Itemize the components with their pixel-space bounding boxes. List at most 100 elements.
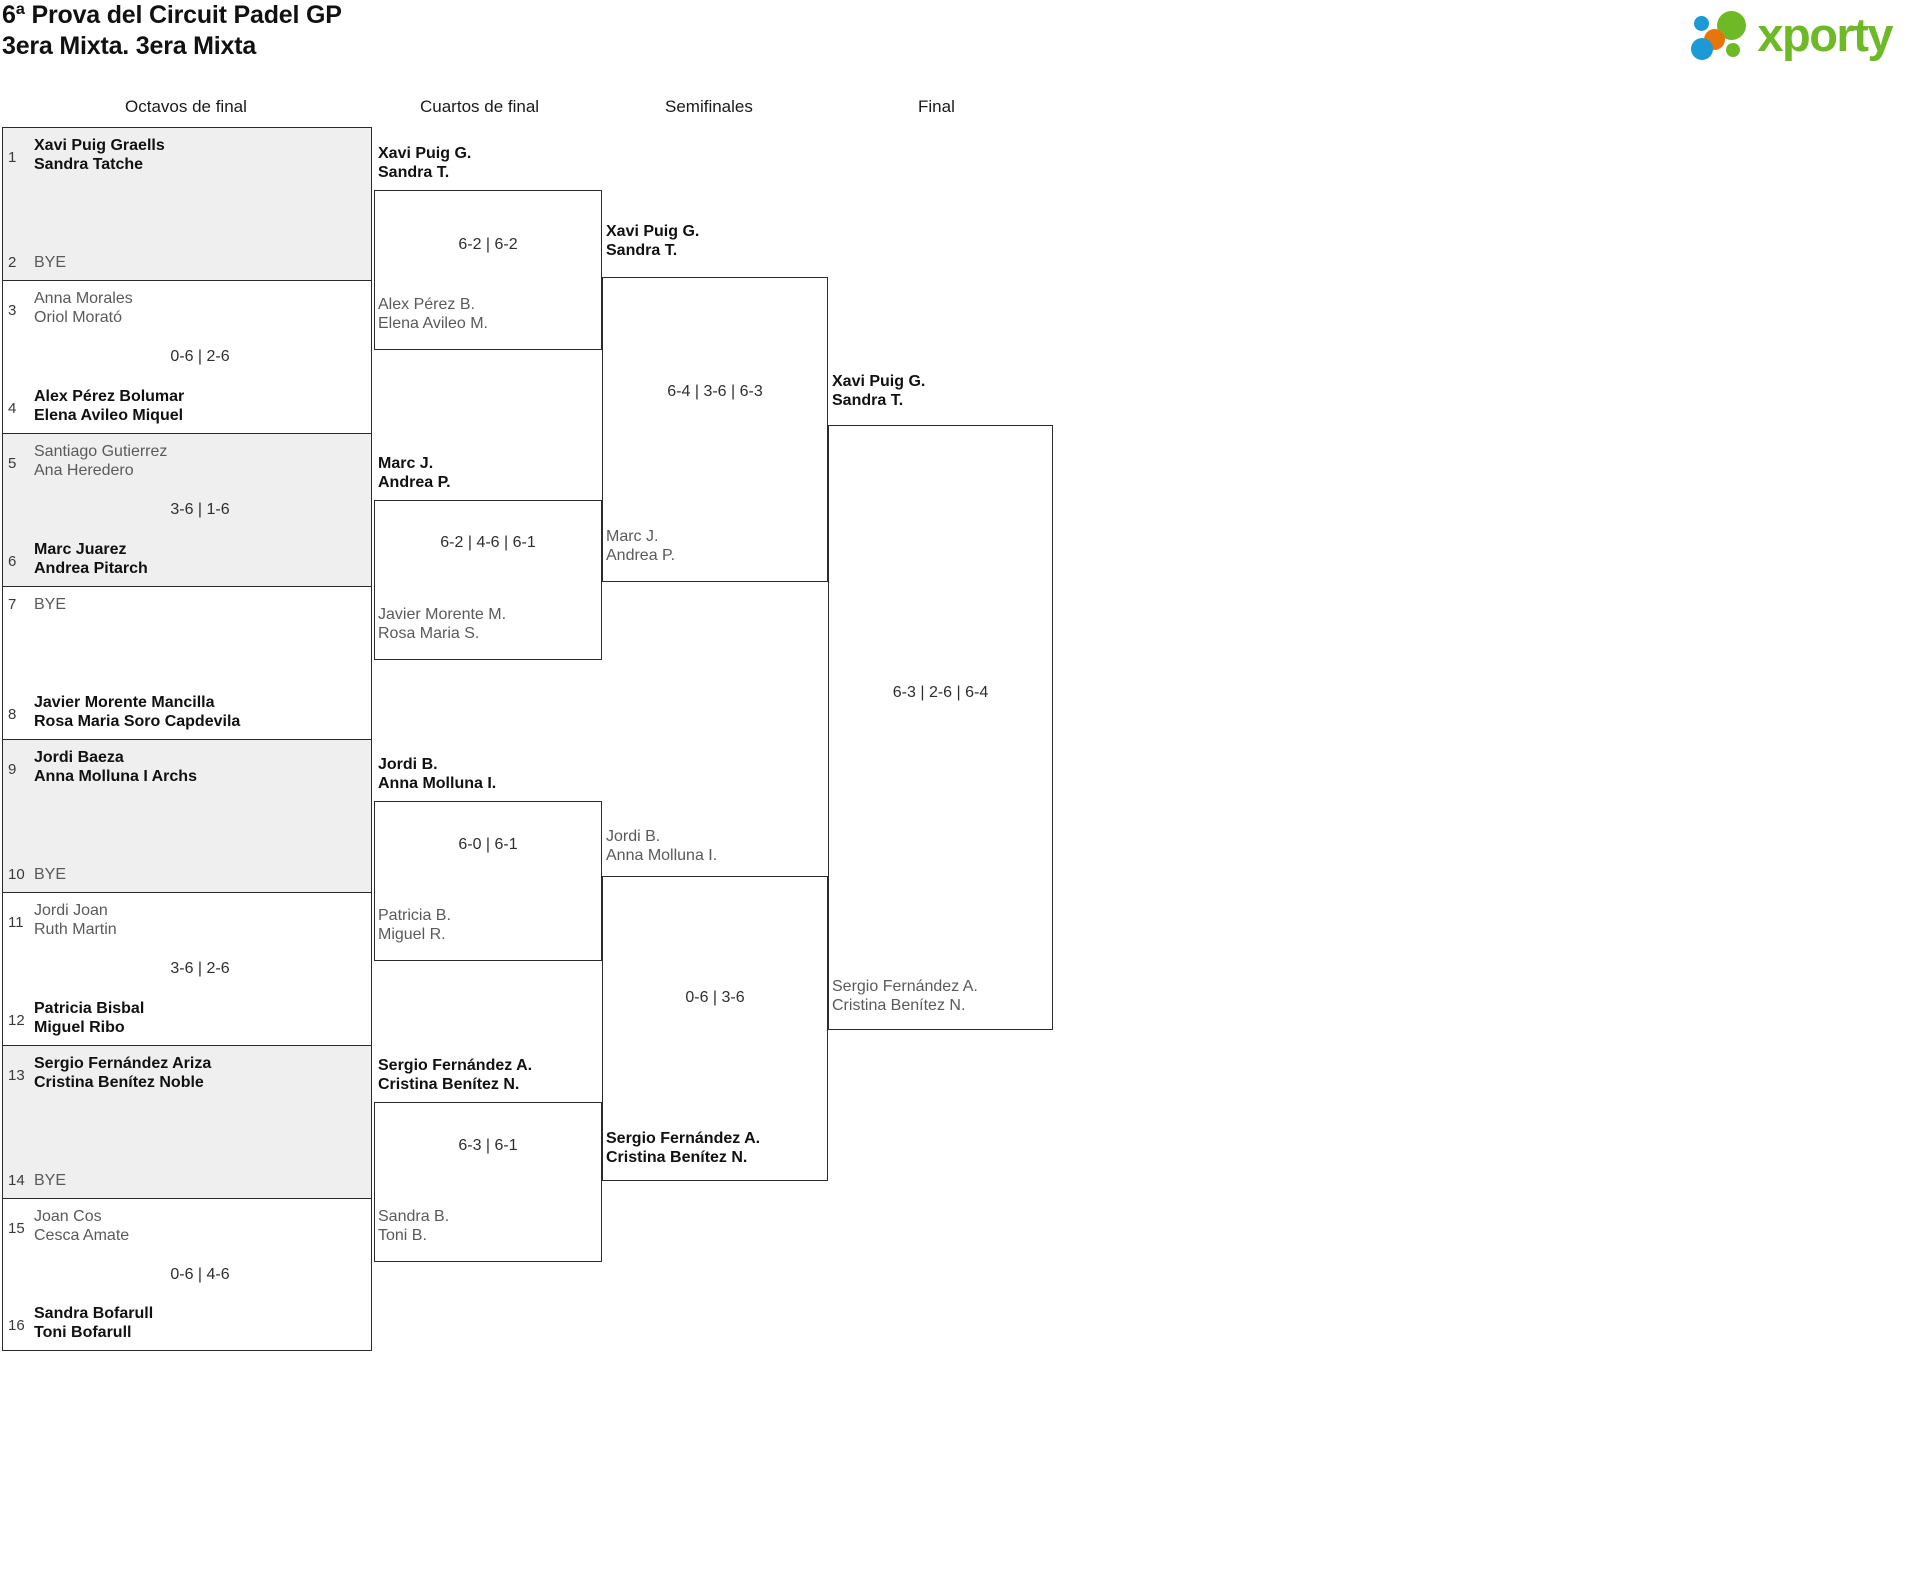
- team-names: Alex Pérez Bolumar Elena Avileo Miquel: [34, 387, 184, 425]
- player-1: Alex Pérez Bolumar: [34, 388, 185, 405]
- round1-score: 3-6 | 2-6: [170, 960, 230, 977]
- round1-match[interactable]: 9 Jordi Baeza Anna Molluna I Archs 10 BY…: [2, 739, 372, 892]
- qf-match-box[interactable]: [374, 190, 602, 350]
- player-1: Jordi Baeza: [34, 749, 124, 766]
- player-1: Sergio Fernández A.: [832, 978, 978, 995]
- seed-number: 3: [8, 302, 17, 319]
- team-names: Santiago Gutierrez Ana Heredero: [34, 442, 167, 480]
- player-2: Ana Heredero: [34, 462, 134, 479]
- player-1: Patricia B.: [378, 907, 451, 924]
- player-2: Sandra T.: [606, 242, 678, 259]
- player-2: Miguel Ribo: [34, 1019, 125, 1036]
- player-2: Cristina Benítez Noble: [34, 1074, 204, 1091]
- qf-match-box[interactable]: [374, 1102, 602, 1262]
- player-2: Sandra Tatche: [34, 156, 144, 173]
- sf-team-top[interactable]: Xavi Puig G. Sandra T.: [606, 222, 699, 260]
- player-2: Ruth Martin: [34, 921, 117, 938]
- team-names: Sandra Bofarull Toni Bofarull: [34, 1304, 153, 1342]
- team-names: Patricia Bisbal Miguel Ribo: [34, 999, 144, 1037]
- round1-team-top[interactable]: 15 Joan Cos Cesca Amate: [3, 1207, 371, 1245]
- qf-winner-team[interactable]: Marc J. Andrea P.: [378, 454, 451, 492]
- round1-team-top[interactable]: 9 Jordi Baeza Anna Molluna I Archs: [3, 748, 371, 786]
- seed-number: 13: [8, 1067, 25, 1084]
- qf-winner-team[interactable]: Xavi Puig G. Sandra T.: [378, 144, 471, 182]
- player-1: Xavi Puig G.: [832, 373, 926, 390]
- sf-team-bottom[interactable]: Sergio Fernández A. Cristina Benítez N.: [606, 1129, 760, 1167]
- round1-match[interactable]: 13 Sergio Fernández Ariza Cristina Benít…: [2, 1045, 372, 1198]
- player-1: Xavi Puig G.: [378, 145, 472, 162]
- qf-match-box[interactable]: [374, 801, 602, 961]
- qf-score: 6-3 | 6-1: [458, 1137, 518, 1154]
- player-1: Jordi Joan: [34, 902, 108, 919]
- round-header-cuartos: Cuartos de final: [420, 97, 540, 116]
- seed-number: 7: [8, 596, 17, 613]
- seed-number: 8: [8, 706, 17, 723]
- round1-team-top[interactable]: 7 BYE: [3, 595, 371, 614]
- round1-match[interactable]: 11 Jordi Joan Ruth Martin 3-6 | 2-6 12 P…: [2, 892, 372, 1045]
- seed-number: 9: [8, 761, 17, 778]
- seed-number: 5: [8, 455, 17, 472]
- player-2: Oriol Morató: [34, 309, 123, 326]
- round1-team-top[interactable]: 3 Anna Morales Oriol Morató: [3, 289, 371, 327]
- team-names: Sergio Fernández Ariza Cristina Benítez …: [34, 1054, 211, 1092]
- sf-score: 0-6 | 3-6: [685, 989, 745, 1006]
- player-2: Cristina Benítez N.: [378, 1076, 520, 1093]
- round1-team-top[interactable]: 11 Jordi Joan Ruth Martin: [3, 901, 371, 939]
- round1-match[interactable]: 5 Santiago Gutierrez Ana Heredero 3-6 | …: [2, 433, 372, 586]
- tournament-name: 6ª Prova del Circuit Padel GP: [2, 1, 342, 29]
- qf-loser-team[interactable]: Javier Morente M. Rosa Maria S.: [378, 605, 506, 643]
- round1-match[interactable]: 7 BYE 8 Javier Morente Mancilla Rosa Mar…: [2, 586, 372, 739]
- player-1: Xavi Puig Graells: [34, 137, 165, 154]
- sf-team-bottom[interactable]: Marc J. Andrea P.: [606, 527, 675, 565]
- round1-team-top[interactable]: 1 Xavi Puig Graells Sandra Tatche: [3, 136, 371, 174]
- round1-match[interactable]: 1 Xavi Puig Graells Sandra Tatche 2 BYE: [2, 127, 372, 280]
- sf-match-box[interactable]: [602, 277, 828, 582]
- round1-team-top[interactable]: 13 Sergio Fernández Ariza Cristina Benít…: [3, 1054, 371, 1092]
- final-team-bottom[interactable]: Sergio Fernández A. Cristina Benítez N.: [832, 977, 978, 1015]
- player-1: BYE: [34, 1172, 67, 1189]
- qf-loser-team[interactable]: Sandra B. Toni B.: [378, 1207, 449, 1245]
- player-1: Sergio Fernández Ariza: [34, 1055, 212, 1072]
- player-1: Sandra B.: [378, 1208, 450, 1225]
- player-1: Jordi B.: [378, 756, 438, 773]
- final-team-top[interactable]: Xavi Puig G. Sandra T.: [832, 372, 925, 410]
- seed-number: 16: [8, 1317, 25, 1334]
- seed-number: 12: [8, 1012, 25, 1029]
- team-names: Jordi Joan Ruth Martin: [34, 901, 117, 939]
- round1-team-bottom[interactable]: 4 Alex Pérez Bolumar Elena Avileo Miquel: [3, 387, 371, 425]
- player-2: Anna Molluna I.: [378, 775, 497, 792]
- qf-winner-team[interactable]: Jordi B. Anna Molluna I.: [378, 755, 496, 793]
- player-1: Alex Pérez B.: [378, 296, 475, 313]
- sf-match-box[interactable]: [602, 876, 828, 1181]
- qf-loser-team[interactable]: Patricia B. Miguel R.: [378, 906, 451, 944]
- player-1: Javier Morente Mancilla: [34, 694, 215, 711]
- round1-team-bottom[interactable]: 14 BYE: [3, 1171, 371, 1190]
- qf-winner-team[interactable]: Sergio Fernández A. Cristina Benítez N.: [378, 1056, 532, 1094]
- qf-match-box[interactable]: [374, 500, 602, 660]
- round1-team-bottom[interactable]: 8 Javier Morente Mancilla Rosa Maria Sor…: [3, 693, 371, 731]
- round1-team-top[interactable]: 5 Santiago Gutierrez Ana Heredero: [3, 442, 371, 480]
- player-2: Elena Avileo Miquel: [34, 407, 184, 424]
- logo-dot-blue-large: [1691, 38, 1714, 60]
- round1-match[interactable]: 3 Anna Morales Oriol Morató 0-6 | 2-6 4 …: [2, 280, 372, 433]
- round1-score: 0-6 | 2-6: [170, 348, 230, 365]
- team-names: BYE: [34, 1171, 66, 1190]
- qf-score: 6-2 | 4-6 | 6-1: [440, 534, 536, 551]
- team-names: BYE: [34, 253, 66, 272]
- sf-team-top[interactable]: Jordi B. Anna Molluna I.: [606, 827, 717, 865]
- qf-loser-team[interactable]: Alex Pérez B. Elena Avileo M.: [378, 295, 488, 333]
- seed-number: 6: [8, 553, 17, 570]
- player-1: Jordi B.: [606, 828, 661, 845]
- player-1: Sergio Fernández A.: [378, 1057, 533, 1074]
- round1-team-bottom[interactable]: 16 Sandra Bofarull Toni Bofarull: [3, 1304, 371, 1342]
- round1-team-bottom[interactable]: 6 Marc Juarez Andrea Pitarch: [3, 540, 371, 578]
- round1-match[interactable]: 15 Joan Cos Cesca Amate 0-6 | 4-6 16 San…: [2, 1198, 372, 1351]
- round1-team-bottom[interactable]: 12 Patricia Bisbal Miguel Ribo: [3, 999, 371, 1037]
- seed-number: 2: [8, 254, 17, 271]
- logo-wordmark: xporty: [1757, 7, 1893, 61]
- team-names: Anna Morales Oriol Morató: [34, 289, 133, 327]
- round1-team-bottom[interactable]: 2 BYE: [3, 253, 371, 272]
- xporty-logo[interactable]: xporty: [1689, 4, 1893, 64]
- round1-team-bottom[interactable]: 10 BYE: [3, 865, 371, 884]
- final-match-box[interactable]: [828, 425, 1053, 1030]
